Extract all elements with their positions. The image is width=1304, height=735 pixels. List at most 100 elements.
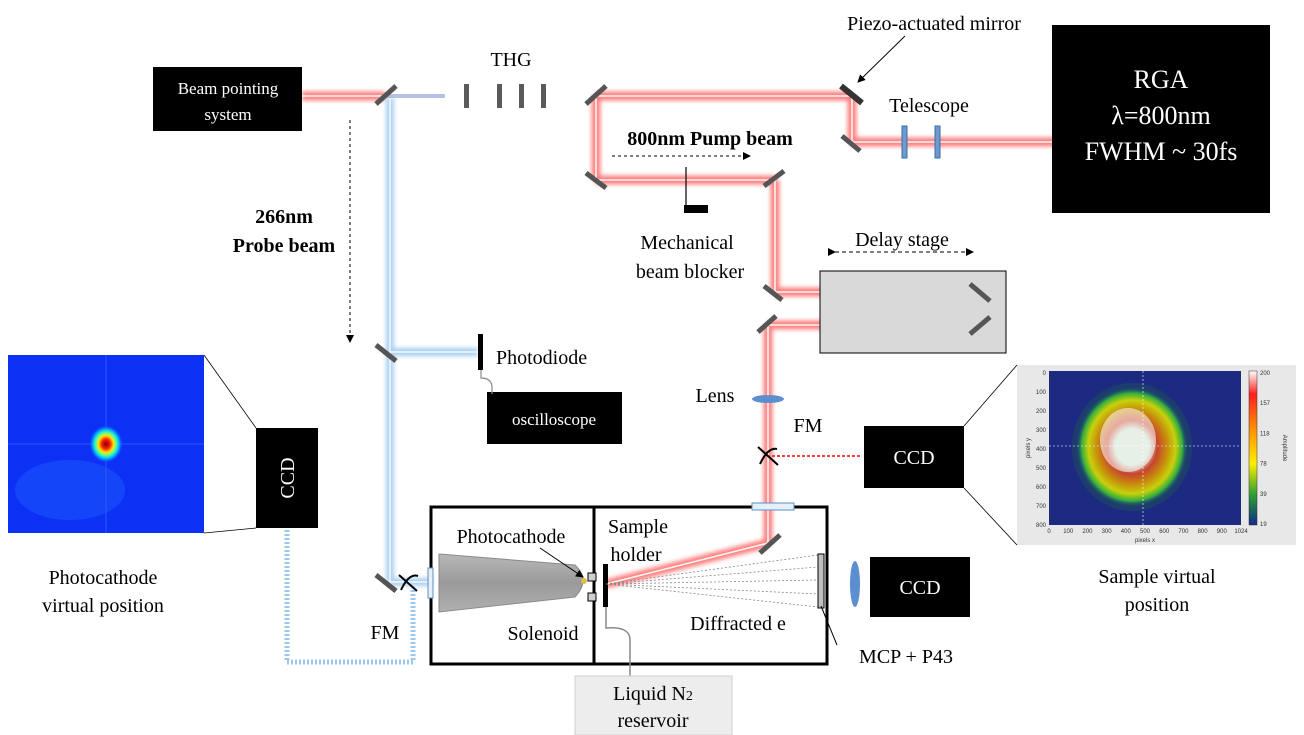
ln2-label-2: reservoir [617, 710, 688, 732]
sample-vp-label-1: Sample virtual [1098, 566, 1216, 588]
plot-y-label: pixels y [1026, 438, 1032, 458]
plot-x-tick: 800 [1198, 529, 1209, 535]
rga-box [1052, 25, 1270, 213]
plot-colorbar-tick: 200 [1260, 371, 1271, 377]
telescope-label: Telescope [889, 95, 969, 117]
photodiode [478, 334, 483, 370]
sample-holder-label-1: Sample [608, 516, 668, 538]
plot-x-tick: 400 [1121, 529, 1132, 535]
plot-colorbar-label: Amplitude [1281, 435, 1287, 462]
plot-colorbar-tick: 118 [1260, 431, 1270, 437]
mcp-screen [817, 553, 825, 609]
piezo-mirror-label: Piezo-actuated mirror [847, 13, 1021, 35]
mirror-telescope-low [840, 134, 862, 153]
photocathode-image-inset [8, 355, 204, 533]
ccd-bottom-box [870, 557, 970, 617]
ln2-label: Liquid N2 [613, 683, 693, 705]
plot-y-tick: 700 [1036, 504, 1047, 510]
pump-beam-label: 800nm Pump beam [627, 128, 793, 150]
photocathode-vp-label-1: Photocathode [49, 567, 158, 589]
chamber-window-left [427, 567, 434, 599]
mirror-thg-out [584, 84, 608, 106]
mirror-dichroic-top [374, 84, 398, 106]
beam-pointing-box [153, 67, 302, 131]
plot-y-tick: 600 [1036, 485, 1047, 491]
piezo-pointer [857, 35, 906, 83]
solenoid-label: Solenoid [507, 623, 578, 645]
probe-beam-path [284, 94, 478, 665]
photodiode-label: Photodiode [496, 347, 587, 369]
delay-stage-box [819, 270, 1007, 354]
fm-right-label: FM [794, 415, 823, 437]
plot-x-tick: 0 [1047, 529, 1051, 535]
plot-x-tick: 200 [1082, 529, 1093, 535]
mirror-pump-lower-right [762, 169, 786, 188]
plot-colorbar-tick: 157 [1260, 401, 1271, 407]
mirror-delay-in [762, 284, 784, 302]
plot-x-tick: 300 [1102, 529, 1113, 535]
plot-colorbar-tick: 78 [1260, 462, 1267, 468]
plot-y-tick: 200 [1036, 409, 1047, 415]
plot-x-tick: 500 [1140, 529, 1151, 535]
ccd-right-label: CCD [893, 447, 934, 469]
beam-blocker-label-1: Mechanical [640, 232, 734, 254]
photocathode-vp-label-2: virtual position [42, 595, 164, 617]
plot-x-tick: 100 [1063, 529, 1074, 535]
sample-holder [603, 564, 608, 607]
plot-x-tick: 900 [1217, 529, 1228, 535]
rga-fwhm: FWHM ~ 30fs [1085, 137, 1238, 166]
probe-beam-label-2: Probe beam [233, 235, 336, 257]
mirror-pump-lower-left [584, 171, 608, 190]
plot-x-tick: 700 [1178, 529, 1189, 535]
inset-right-connector-bottom [963, 487, 1018, 546]
piezo-mirror [839, 82, 866, 106]
plot-x-label: pixels x [1135, 538, 1155, 544]
photocathode-label: Photocathode [457, 526, 566, 548]
mirror-photodiode-pickoff [374, 343, 398, 363]
inset-right-connector-top [963, 364, 1018, 427]
probe-beam-label-1: 266nm [255, 206, 313, 228]
ccd-bottom-label: CCD [899, 577, 940, 599]
plot-x-tick: 600 [1159, 529, 1170, 535]
flip-mirror-left [398, 574, 419, 592]
solenoid-bottom [587, 592, 597, 602]
mirrors [374, 84, 992, 593]
rga-wavelength: λ=800nm [1111, 101, 1211, 130]
mirror-chamber-in [758, 533, 782, 555]
photocathode-pointer [539, 547, 584, 578]
mirror-delay-retro-bottom [968, 315, 992, 336]
sample-vp-label-2: position [1125, 594, 1189, 616]
photocathode-tip [581, 578, 587, 584]
mirror-delay-retro-top [968, 282, 992, 303]
beam-pointing-label-2: system [204, 105, 251, 124]
telescope-lens-2 [934, 125, 941, 159]
thg-crystals [464, 84, 546, 108]
plot-y-tick: 500 [1036, 466, 1047, 472]
ccd-left-label: CCD [277, 457, 299, 498]
ln2-reservoir [574, 675, 733, 735]
plot-y-tick: 800 [1036, 523, 1047, 529]
solenoid-top [587, 572, 597, 582]
ccd-left-box [256, 428, 318, 528]
rga-title: RGA [1134, 65, 1189, 94]
ccd-right-box [864, 426, 964, 488]
sample-holder-label-2: holder [610, 544, 661, 566]
photodiode-cable [480, 370, 493, 394]
diffracted-beam [605, 554, 819, 608]
flip-mirror-right [757, 446, 779, 466]
beam-blocker-label-2: beam blocker [636, 261, 745, 283]
mirror-delay-out [756, 314, 778, 334]
focusing-lens [752, 395, 784, 403]
chamber-window-top [751, 502, 795, 511]
diffracted-label: Diffracted e [690, 613, 786, 635]
mirror-probe-down [374, 573, 398, 593]
plot-y-tick: 400 [1036, 447, 1047, 453]
ccd-lens [850, 561, 860, 607]
beam-pointing-label-1: Beam pointing [178, 79, 279, 98]
ln2-label-text: Liquid N [613, 683, 686, 705]
plot-x-tick: 1024 [1234, 529, 1248, 535]
inset-left-connector-bottom [203, 527, 257, 534]
beam-blocker [684, 167, 708, 213]
inset-left-connector-top [203, 354, 257, 429]
